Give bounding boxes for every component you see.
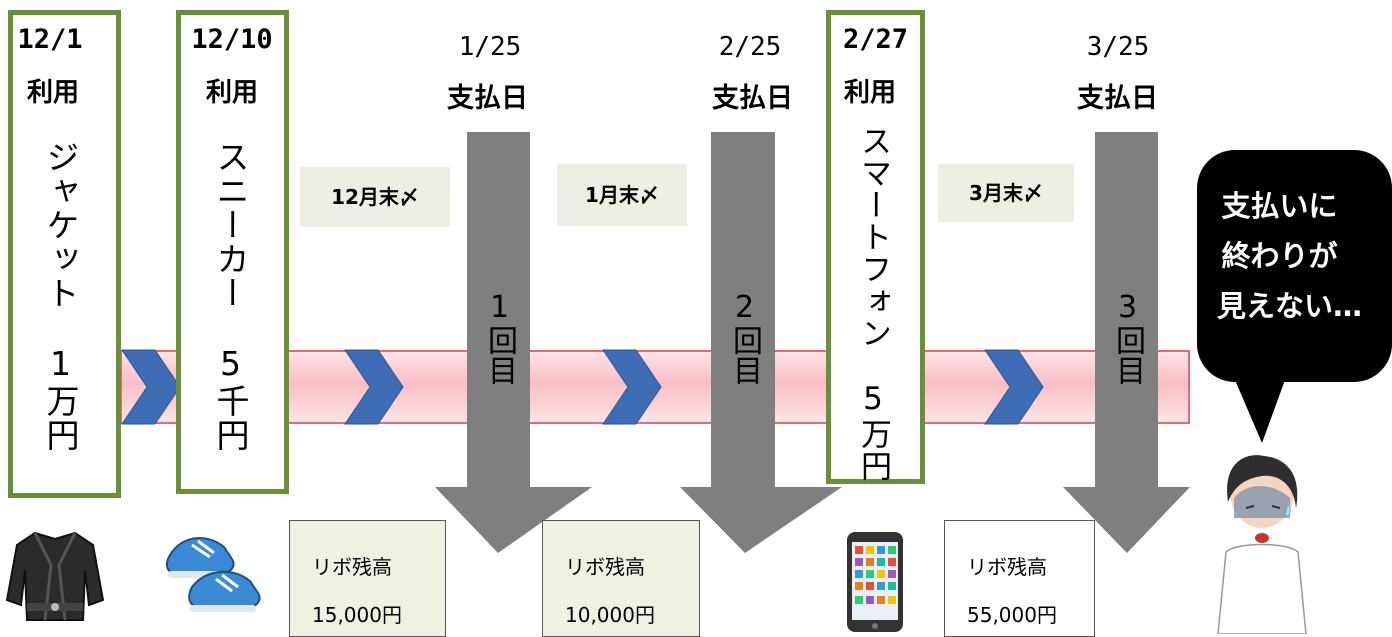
speech-line-3: 見えない… — [1216, 289, 1362, 323]
balance-title-3: リボ残高 — [967, 555, 1047, 579]
sneakers-icon — [165, 536, 261, 612]
usage-box-1 — [8, 10, 121, 498]
payment-arrow-1 — [435, 132, 592, 553]
usage-box-3 — [826, 10, 925, 484]
usage-date-3: 2/27 — [842, 24, 909, 55]
balance-box-2: リボ残高 10,000円 — [542, 520, 700, 637]
balance-amount-3: 55,000円 — [967, 603, 1057, 627]
worried-person-icon — [1217, 455, 1307, 634]
payment-count-1: 1回目 — [482, 290, 517, 385]
chevron-icon — [984, 349, 1044, 425]
payment-label-2: 支払日 — [712, 83, 793, 114]
usage-item-2: スニーカー 5千円 — [211, 140, 250, 452]
speech-bubble-tail — [1235, 380, 1285, 443]
payment-date-1: 1/25 — [458, 32, 522, 62]
balance-amount-2: 10,000円 — [565, 603, 655, 627]
payment-date-3: 3/25 — [1086, 32, 1150, 62]
payment-label-1: 支払日 — [447, 83, 528, 114]
balance-amount-1: 15,000円 — [312, 603, 402, 627]
month-end-label-2: 1月末〆 — [557, 164, 687, 226]
jacket-icon — [5, 531, 105, 621]
payment-count-3: 3回目 — [1110, 290, 1145, 385]
balance-title-2: リボ残高 — [565, 555, 645, 579]
usage-date-1: 12/1 — [17, 24, 83, 55]
usage-date-2: 12/10 — [191, 24, 273, 55]
balance-box-3: リボ残高 55,000円 — [944, 520, 1095, 637]
payment-arrow-2 — [680, 132, 842, 553]
usage-label-2: 利用 — [205, 78, 258, 108]
payment-arrow-3 — [1063, 132, 1190, 553]
chevron-icon — [602, 349, 662, 425]
chevron-icon — [344, 349, 404, 425]
balance-title-1: リボ残高 — [312, 555, 392, 579]
payment-label-3: 支払日 — [1077, 83, 1158, 114]
speech-line-1: 支払いに — [1221, 189, 1338, 223]
payment-date-2: 2/25 — [718, 32, 782, 62]
speech-bubble: 支払いに 終わりが 見えない… — [1197, 150, 1392, 382]
payment-count-2: 2回目 — [727, 290, 762, 385]
speech-line-2: 終わりが — [1221, 239, 1338, 273]
month-end-label-3: 3月末〆 — [938, 164, 1074, 222]
smartphone-icon — [847, 532, 903, 632]
chevron-icon — [121, 349, 181, 425]
usage-item-3: スマートフォン 5万円 — [855, 125, 891, 482]
usage-label-1: 利用 — [26, 78, 79, 108]
usage-box-2 — [176, 10, 289, 494]
balance-box-1: リボ残高 15,000円 — [289, 520, 446, 637]
month-end-label-1: 12月末〆 — [300, 167, 450, 227]
usage-item-1: ジャケット 1万円 — [41, 140, 80, 452]
usage-label-3: 利用 — [843, 78, 896, 108]
